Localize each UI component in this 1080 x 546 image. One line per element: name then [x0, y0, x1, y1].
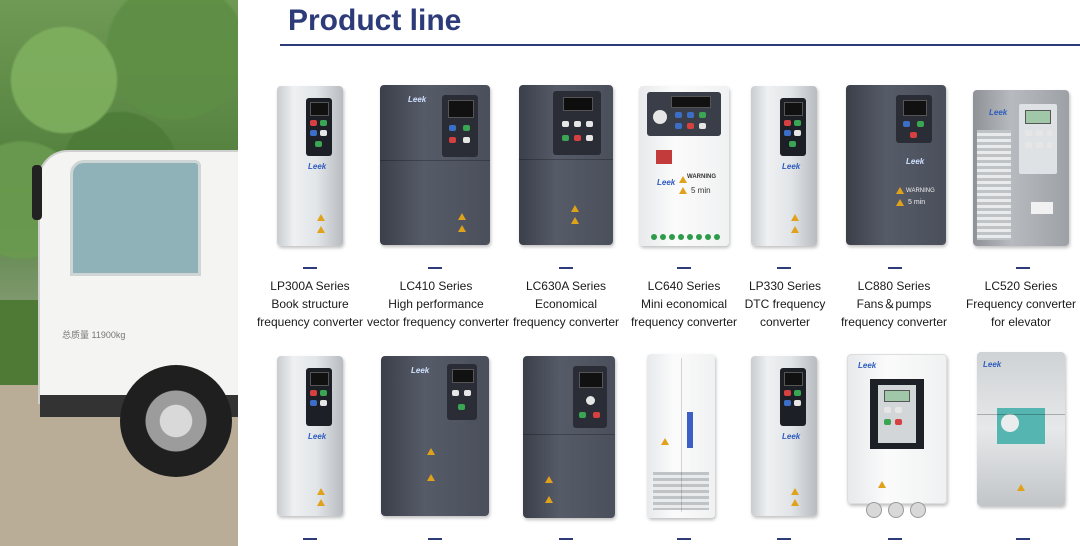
truck-weight-text: 总质量 11900kg	[62, 330, 126, 340]
product-divider	[888, 267, 902, 269]
lc520-image: Leek	[973, 90, 1069, 246]
page-title: Product line	[288, 4, 462, 37]
product-divider	[428, 538, 442, 540]
truck-photo: 总质量 11900kg	[0, 0, 238, 546]
product-divider	[888, 538, 902, 540]
product-divider	[777, 538, 791, 540]
row2-device-3-image	[523, 356, 615, 518]
product-divider	[303, 538, 317, 540]
lp330-image: Leek	[751, 86, 817, 246]
title-underline	[280, 44, 1080, 46]
product-divider	[559, 267, 573, 269]
lc640-image: Leek WARNING 5 min	[639, 86, 729, 246]
cable-gland-icon	[866, 502, 882, 518]
cable-gland-icon	[888, 502, 904, 518]
lc410-image: Leek	[380, 85, 490, 245]
product-divider	[303, 267, 317, 269]
truck-wheel	[120, 365, 232, 477]
row2-device-2-image: Leek	[381, 356, 489, 516]
product-divider	[1016, 267, 1030, 269]
row2-device-1-image: Leek	[277, 356, 343, 516]
truck-window	[70, 160, 201, 276]
truck-mirror	[32, 165, 42, 220]
lp300a-image: Leek	[277, 86, 343, 246]
lc630a-image	[519, 85, 613, 245]
row2-device-6-image: Leek	[847, 354, 947, 504]
product-divider	[559, 538, 573, 540]
row2-device-7-image: Leek	[977, 352, 1065, 506]
lc880-image: Leek WARNING 5 min	[846, 85, 946, 245]
cable-gland-icon	[910, 502, 926, 518]
product-divider	[1016, 538, 1030, 540]
product-divider	[677, 267, 691, 269]
product-divider	[428, 267, 442, 269]
row2-device-4-image	[647, 354, 715, 518]
product-divider	[777, 267, 791, 269]
row2-device-5-image: Leek	[751, 356, 817, 516]
product-divider	[677, 538, 691, 540]
